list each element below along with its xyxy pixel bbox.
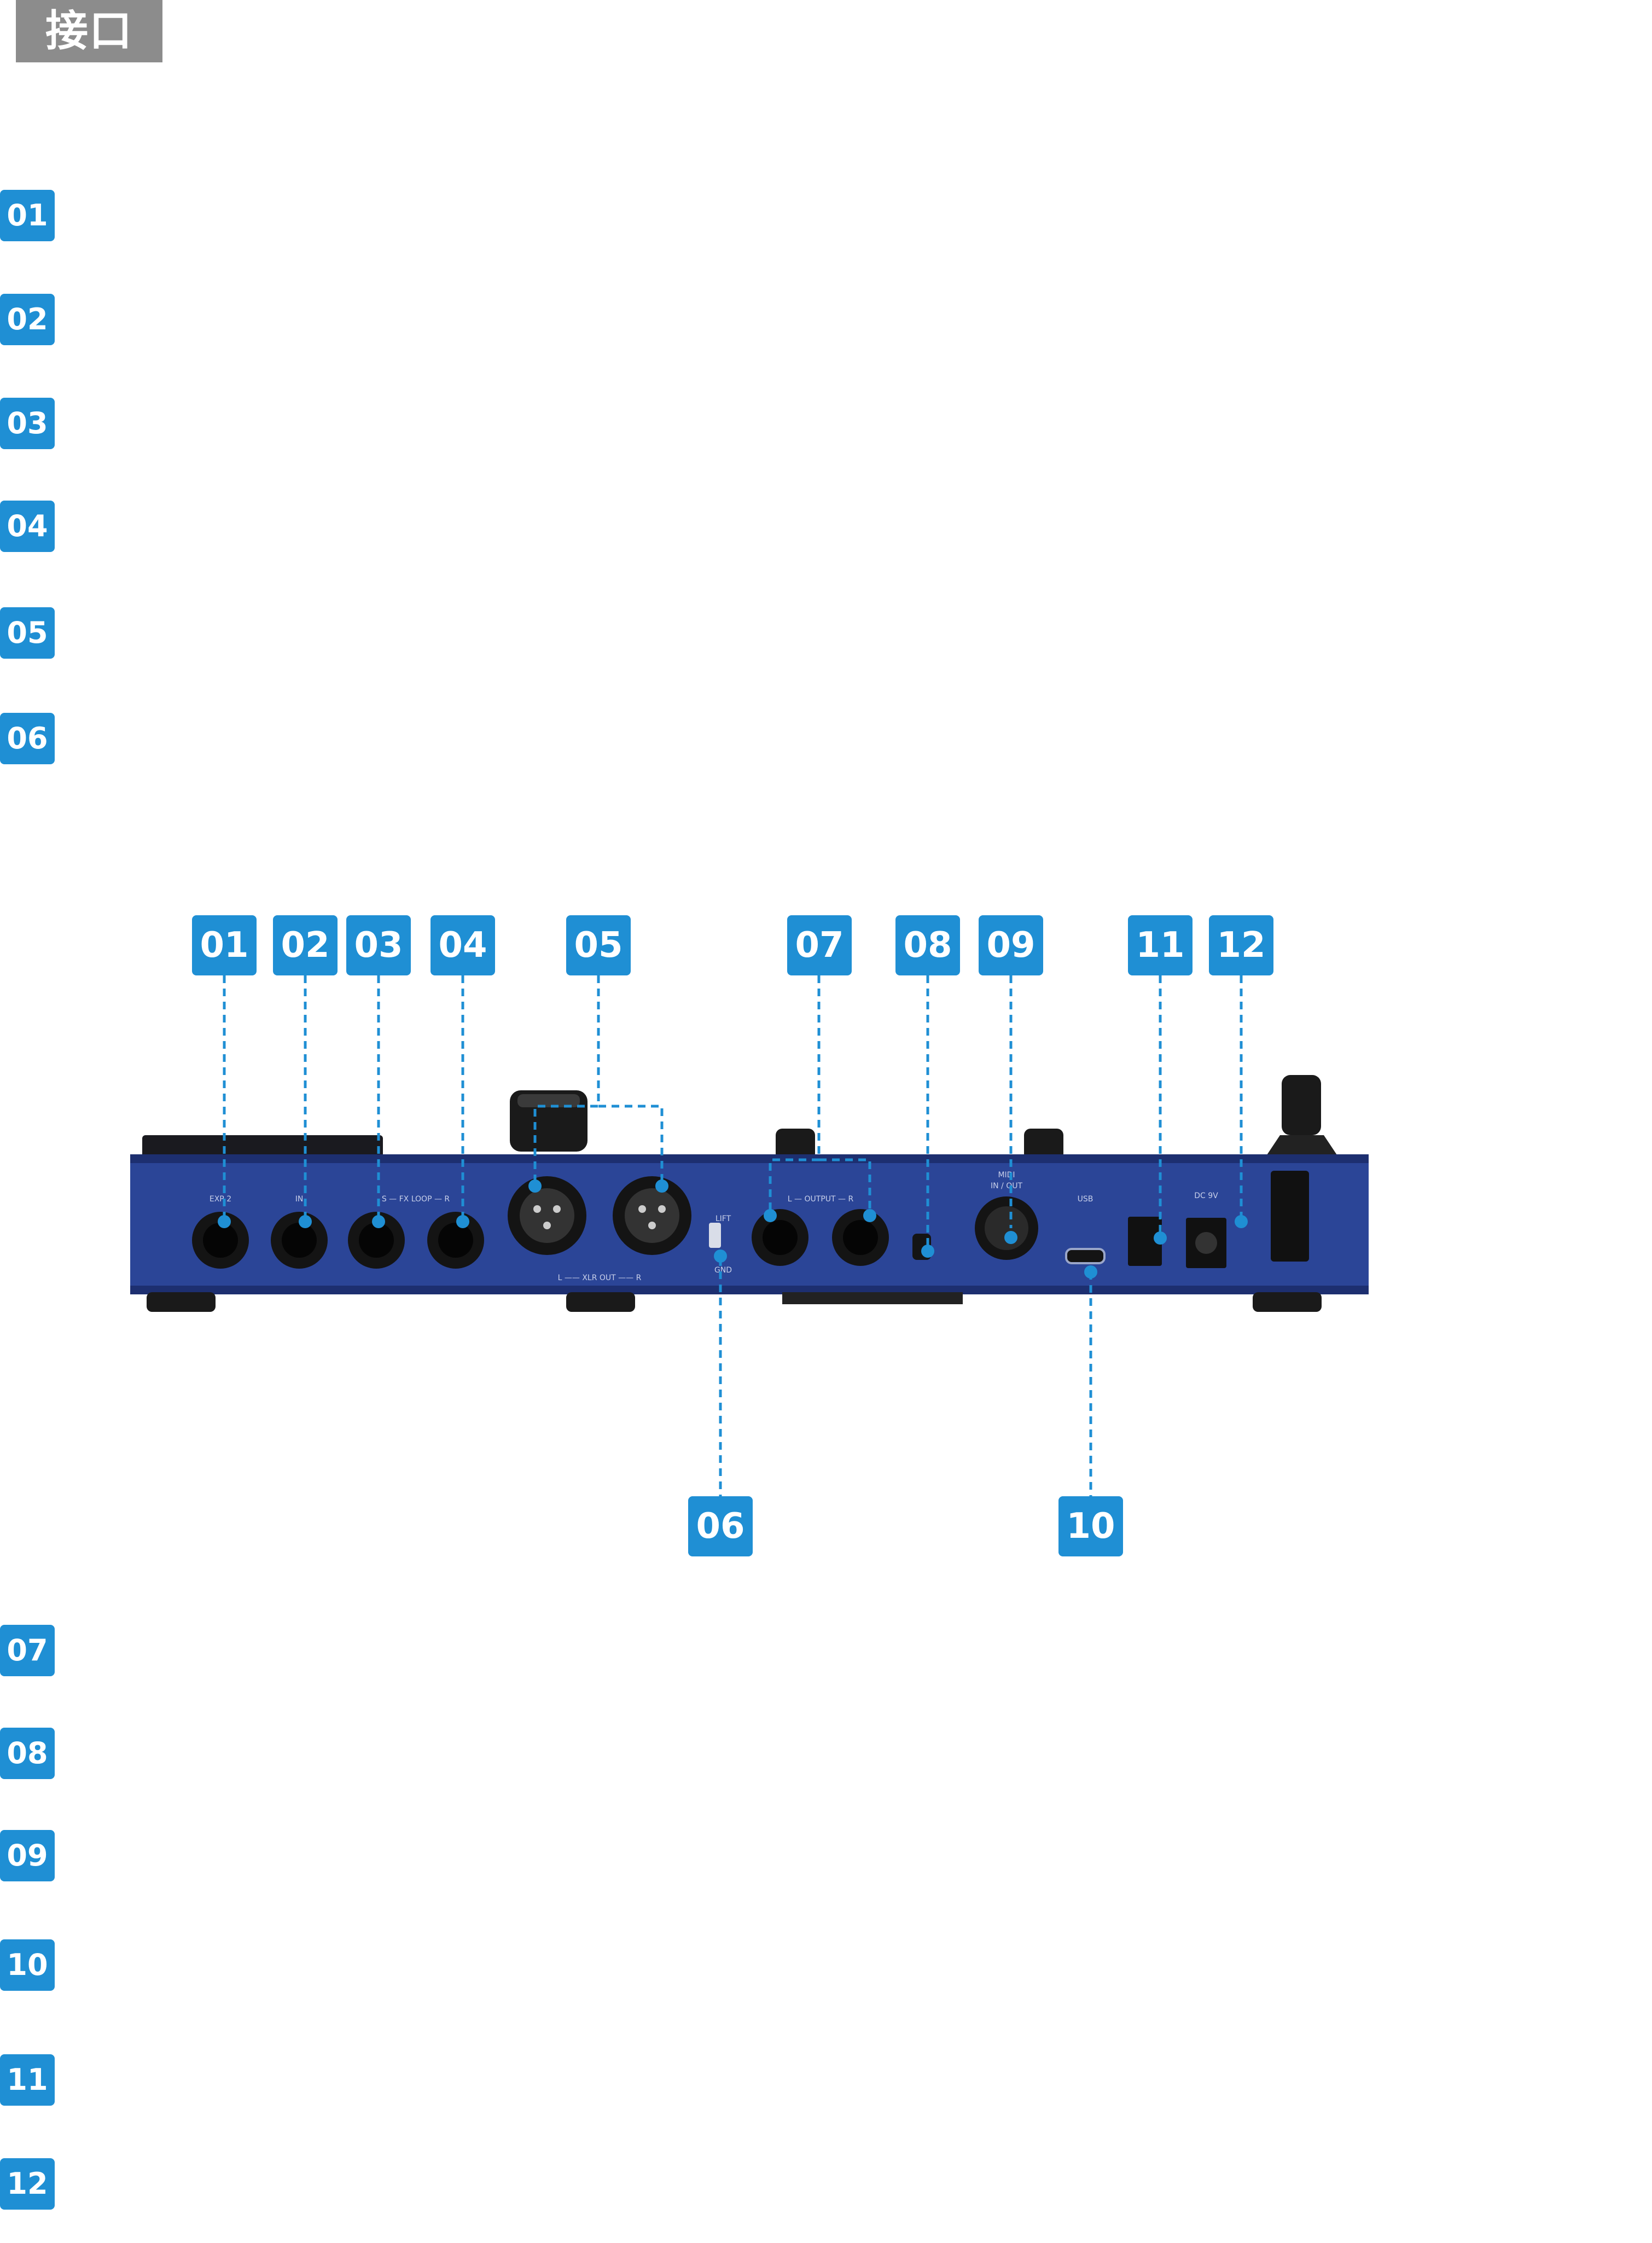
callout-02: 02 xyxy=(273,915,338,975)
side-badge-05: 05 xyxy=(0,607,55,659)
callout-01: 01 xyxy=(192,915,257,975)
small-knob-right xyxy=(1024,1129,1063,1160)
side-badge-04: 04 xyxy=(0,501,55,552)
callout-08: 08 xyxy=(895,915,960,975)
label-usb: USB xyxy=(1078,1195,1093,1204)
label-xlr-out: L —— XLR OUT —— R xyxy=(558,1274,642,1282)
callout-09: 09 xyxy=(979,915,1043,975)
foot-1 xyxy=(147,1292,216,1312)
fx-return-jack xyxy=(427,1212,484,1269)
side-badge-06: 06 xyxy=(0,713,55,764)
side-badge-09: 09 xyxy=(0,1830,55,1881)
xlr-right-jack xyxy=(613,1176,691,1255)
callout-11: 11 xyxy=(1128,915,1193,975)
side-badge-07: 07 xyxy=(0,1625,55,1676)
leader-dots xyxy=(218,1179,1248,1279)
fx-send-jack xyxy=(348,1212,405,1269)
label-midi: MIDI xyxy=(998,1171,1015,1179)
xlr-left-jack xyxy=(508,1176,586,1255)
small-knob-left xyxy=(776,1129,815,1160)
midi-jack xyxy=(975,1196,1038,1260)
label-in-out: IN / OUT xyxy=(991,1182,1022,1190)
side-badge-02: 02 xyxy=(0,294,55,345)
side-badge-11: 11 xyxy=(0,2054,55,2106)
callout-05: 05 xyxy=(566,915,631,975)
side-badge-12: 12 xyxy=(0,2158,55,2210)
label-gnd: GND xyxy=(714,1266,732,1275)
foot-3 xyxy=(1253,1292,1322,1312)
foot-2 xyxy=(566,1292,635,1312)
bottom-strip xyxy=(782,1292,963,1304)
label-exp2: EXP 2 xyxy=(210,1195,231,1204)
joystick xyxy=(1264,1075,1340,1160)
device-back-panel-diagram: EXP 2 IN S — FX LOOP — R L —— XLR OUT ——… xyxy=(130,975,1369,1496)
output-left-jack xyxy=(752,1209,808,1266)
callout-03: 03 xyxy=(346,915,411,975)
label-in: IN xyxy=(295,1195,304,1204)
power-switch xyxy=(1128,1217,1162,1266)
callout-07: 07 xyxy=(787,915,852,975)
callout-10: 10 xyxy=(1058,1496,1123,1556)
label-lift: LIFT xyxy=(716,1215,731,1223)
page-title: 接口 xyxy=(16,0,162,62)
input-jack xyxy=(271,1212,328,1269)
usb-port xyxy=(1065,1248,1106,1264)
side-badge-01: 01 xyxy=(0,190,55,241)
label-fx-loop: S — FX LOOP — R xyxy=(382,1195,450,1204)
callout-06: 06 xyxy=(688,1496,753,1556)
callout-12: 12 xyxy=(1209,915,1273,975)
side-badge-08: 08 xyxy=(0,1728,55,1779)
label-output: L — OUTPUT — R xyxy=(788,1195,854,1204)
ground-lift-switch xyxy=(709,1223,721,1248)
side-badge-10: 10 xyxy=(0,1939,55,1991)
exp2-jack xyxy=(192,1212,249,1269)
side-port xyxy=(1271,1171,1309,1262)
label-dc: DC 9V xyxy=(1194,1192,1218,1200)
side-badge-03: 03 xyxy=(0,398,55,449)
callout-04: 04 xyxy=(431,915,495,975)
volume-knob xyxy=(510,1090,587,1152)
leader-lines xyxy=(223,975,1243,1496)
output-right-jack xyxy=(832,1209,889,1266)
